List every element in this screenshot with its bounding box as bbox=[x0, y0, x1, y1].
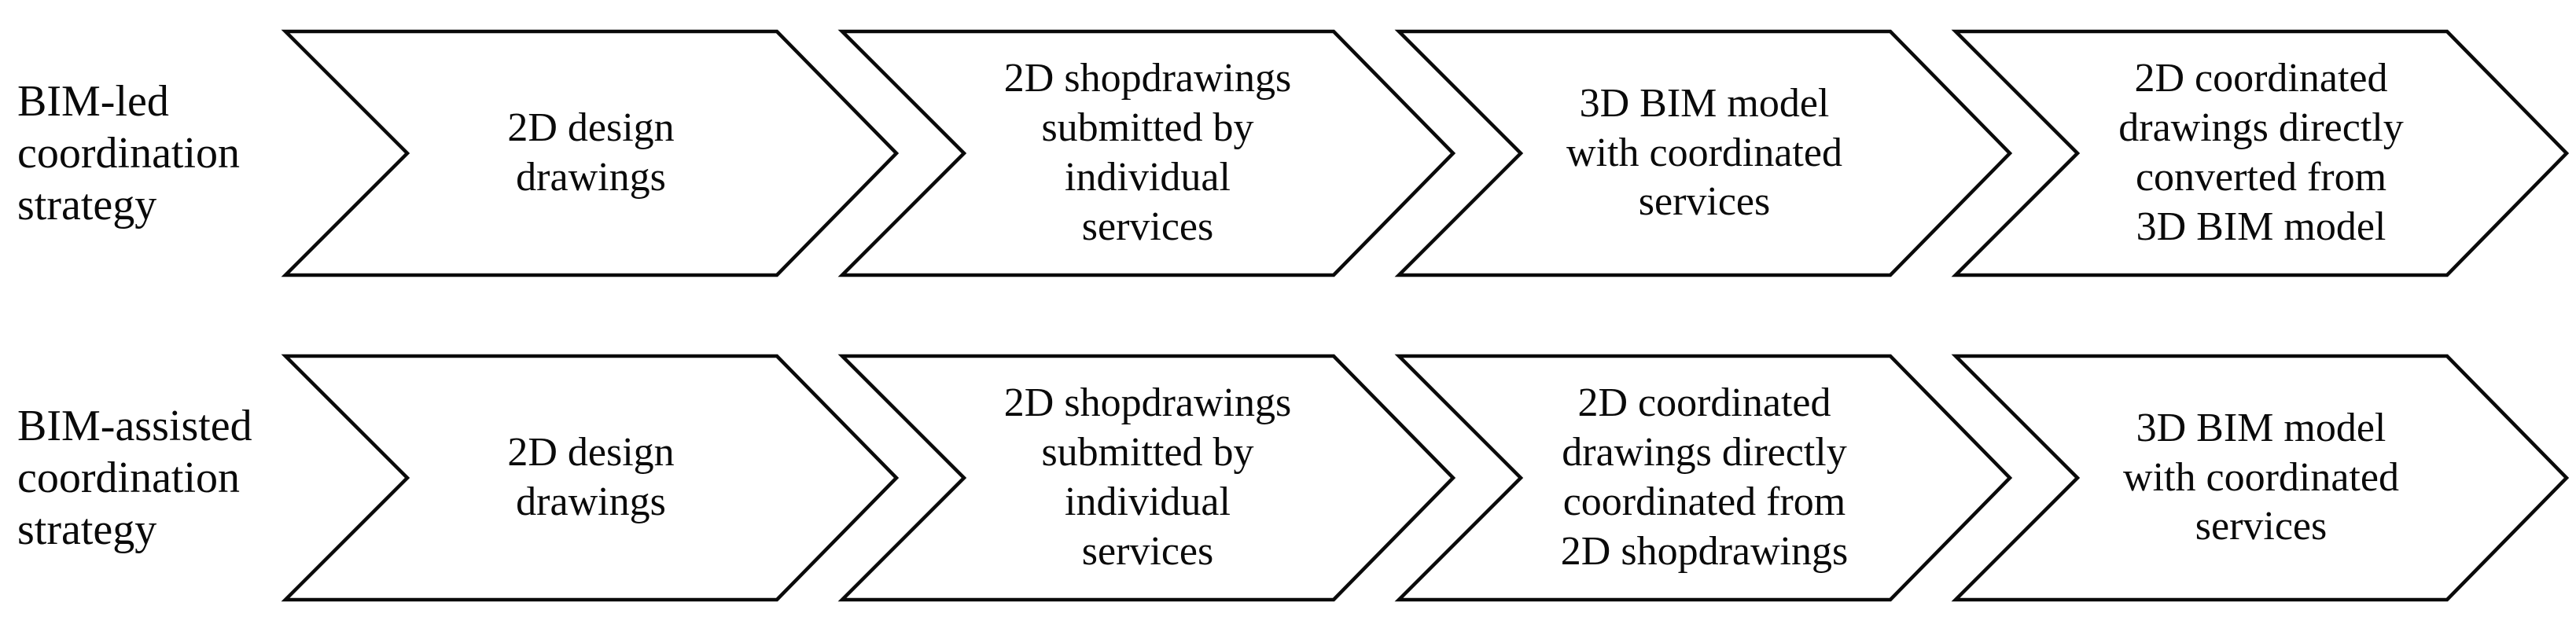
chevron-arrow-shape bbox=[837, 29, 1456, 277]
chevron-arrow-shape bbox=[281, 354, 900, 602]
step-label: 3D BIM model with coordinated services bbox=[2123, 405, 2399, 549]
chevron-arrow-shape bbox=[1394, 354, 2013, 602]
chevron-step-bim-assisted-3: 2D coordinated drawings directly coordin… bbox=[1394, 354, 2013, 602]
chevron-step-bim-led-1: 2D design drawings bbox=[281, 29, 900, 277]
step-label: 3D BIM model with coordinated services bbox=[1566, 80, 1842, 225]
step-label: 2D shopdrawings submitted by individual … bbox=[1003, 380, 1292, 574]
step-label: 2D design drawings bbox=[507, 430, 675, 524]
step-label: 2D coordinated drawings directly convert… bbox=[2118, 56, 2404, 249]
chevron-step-bim-assisted-2: 2D shopdrawings submitted by individual … bbox=[837, 354, 1456, 602]
row-label-bim-led: BIM-led coordination strategy bbox=[17, 76, 241, 230]
chevron-step-bim-led-2: 2D shopdrawings submitted by individual … bbox=[837, 29, 1456, 277]
chevron-step-bim-assisted-4: 3D BIM model with coordinated services bbox=[1951, 354, 2570, 602]
row-label-bim-assisted: BIM-assisted coordination strategy bbox=[17, 401, 252, 555]
chevron-step-bim-led-4: 2D coordinated drawings directly convert… bbox=[1951, 29, 2570, 277]
step-label: 2D design drawings bbox=[507, 105, 675, 200]
step-label: 2D coordinated drawings directly coordin… bbox=[1560, 380, 1849, 574]
chevron-arrow-shape bbox=[281, 29, 900, 277]
step-label: 2D shopdrawings submitted by individual … bbox=[1003, 56, 1292, 249]
chevron-arrow-shape bbox=[1394, 29, 2013, 277]
chevron-step-bim-led-3: 3D BIM model with coordinated services bbox=[1394, 29, 2013, 277]
chevron-arrow-shape bbox=[837, 354, 1456, 602]
chevron-arrow-shape bbox=[1951, 29, 2570, 277]
chevron-step-bim-assisted-1: 2D design drawings bbox=[281, 354, 900, 602]
chevron-arrow-shape bbox=[1951, 354, 2570, 602]
